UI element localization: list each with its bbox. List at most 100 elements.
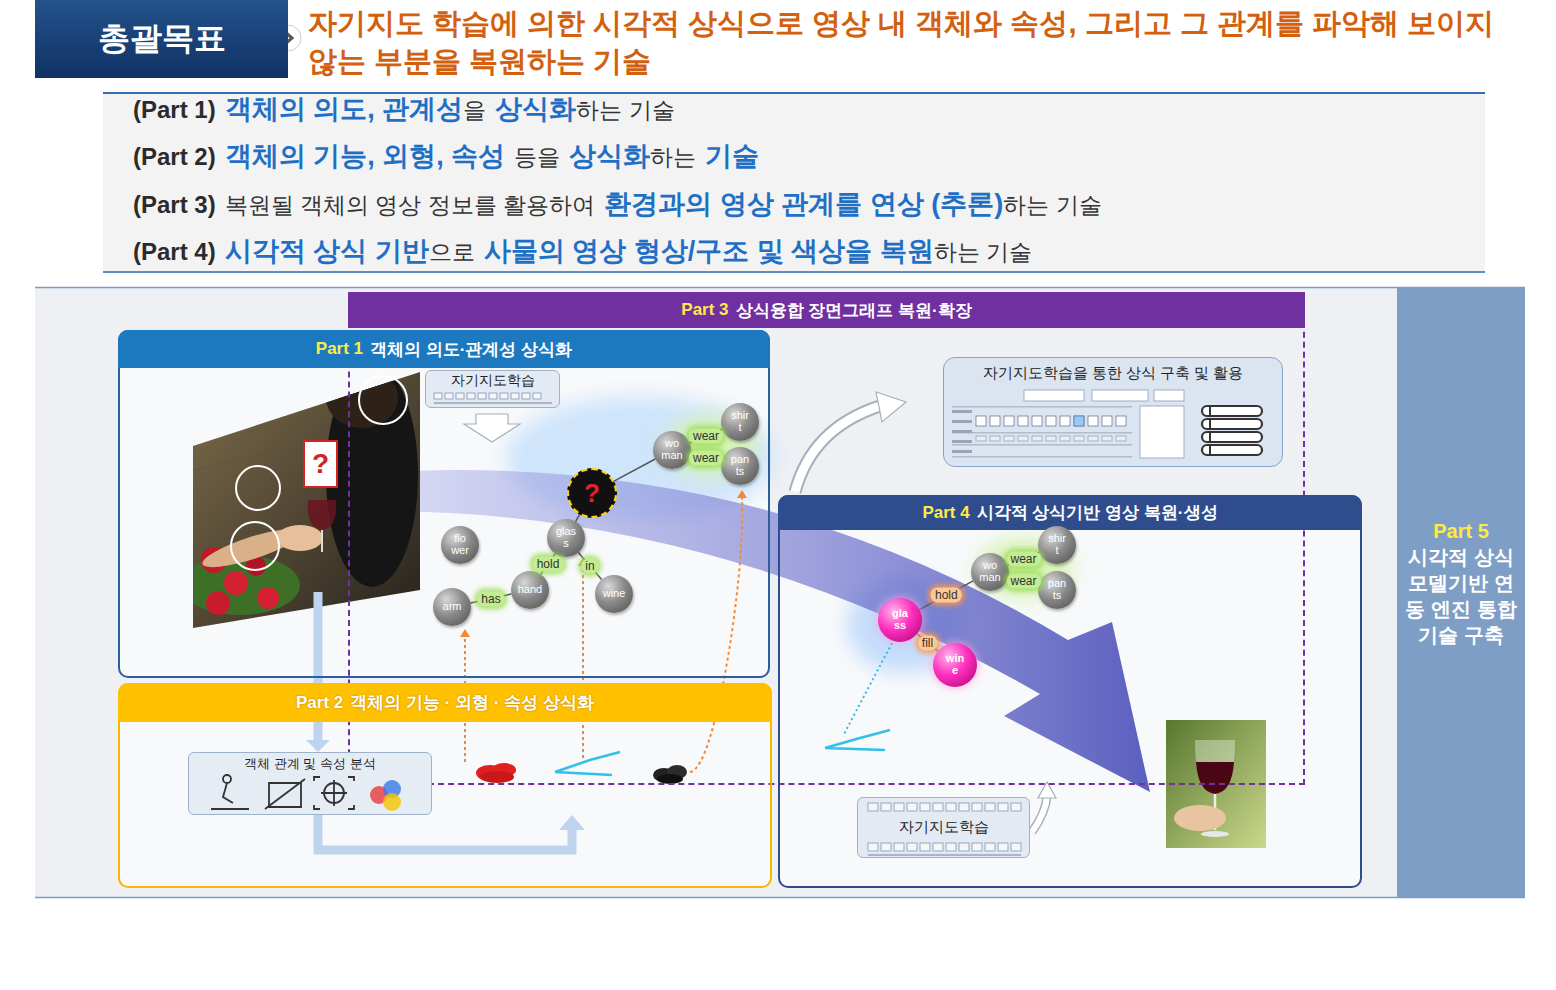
mini-block xyxy=(1102,436,1112,441)
flow-arrow xyxy=(318,815,572,850)
graph-node: pan ts xyxy=(721,447,759,485)
leader-line xyxy=(737,490,747,498)
mini-block xyxy=(907,803,917,811)
graph-node: wo man xyxy=(653,431,691,469)
header-band xyxy=(103,93,1485,273)
relation-label: in xyxy=(581,559,598,574)
white-arrow xyxy=(464,414,520,442)
mini-block xyxy=(1018,416,1028,426)
mini-block xyxy=(467,393,475,399)
title: 자기지도 학습에 의한 시각적 상식으로 영상 내 객체와 속성, 그리고 그 … xyxy=(308,5,1508,80)
mini-block xyxy=(985,803,995,811)
node-label: glas s xyxy=(555,526,577,549)
mini-block xyxy=(933,843,943,851)
mini-block xyxy=(445,393,453,399)
mini-block xyxy=(533,393,541,399)
relation-label: hold xyxy=(533,557,564,572)
mini-block xyxy=(1102,416,1112,426)
mini-block xyxy=(946,843,956,851)
graph-node: shir t xyxy=(721,403,759,441)
photo-scene xyxy=(224,571,248,595)
goal-text: 복원될 객체의 영상 정보를 활용하여 xyxy=(225,190,596,221)
diagram-ground xyxy=(118,683,772,888)
goal-text: 을 xyxy=(463,95,486,126)
mini-block xyxy=(920,843,930,851)
goal-text: 사물의 영상 형상/구조 및 색상을 복원 xyxy=(484,233,934,269)
node-label: pan ts xyxy=(729,454,751,477)
mini-block xyxy=(434,402,552,404)
part-panel: Part 4시각적 상식기반 영상 복원·생성 wo man shir t pan t… xyxy=(778,495,1362,888)
node-label: shir t xyxy=(730,410,750,433)
relation-line xyxy=(471,594,512,603)
analysis-icon xyxy=(211,775,354,809)
mini-block xyxy=(434,393,442,399)
photo-scene xyxy=(257,587,279,609)
mini-block xyxy=(1046,416,1056,426)
info-box: 자기지도학습을 통한 상식 구축 및 활용 xyxy=(943,357,1283,467)
part-number: Part 1 xyxy=(316,339,363,359)
graph-node: shir t xyxy=(1038,526,1076,564)
mini-block xyxy=(1011,843,1021,851)
white-arrow xyxy=(1032,796,1047,832)
node-label: hand xyxy=(516,584,544,596)
wine-photo xyxy=(1201,831,1229,837)
node-label: shir t xyxy=(1047,533,1067,556)
panel-header: Part 3상식융합 장면그래프 복원·확장 xyxy=(348,292,1305,328)
relation-line xyxy=(917,634,938,651)
mini-block xyxy=(434,393,541,399)
mini-block xyxy=(985,843,995,851)
mini-block xyxy=(1202,445,1262,455)
mini-block xyxy=(976,416,986,426)
graph-node: wine xyxy=(595,575,633,613)
mini-block xyxy=(868,843,878,851)
goal-text: 기술 xyxy=(705,138,759,174)
relation-line xyxy=(690,429,723,443)
mini-block xyxy=(434,402,552,404)
mini-block xyxy=(990,416,1000,426)
box-label: 객체 관계 및 속성 분석 xyxy=(244,756,375,772)
mini-block xyxy=(990,436,1000,441)
goal-text: 객체의 의도, 관계성 xyxy=(225,91,464,127)
node-label: pan ts xyxy=(1046,578,1068,601)
relation-label: hold xyxy=(931,588,962,603)
mini-block xyxy=(511,393,519,399)
relation-label: has xyxy=(477,591,504,606)
mini-block xyxy=(1074,416,1084,426)
header-band xyxy=(103,92,1485,94)
diagram-ground xyxy=(35,287,1525,898)
mini-block xyxy=(952,406,1132,408)
node-label: wo man xyxy=(979,560,1001,583)
goal-text: 상식화 xyxy=(569,138,650,174)
box-label: 자기지도학습 xyxy=(451,372,535,389)
mini-block xyxy=(952,420,972,423)
wine-photo xyxy=(1195,740,1235,794)
mini-block xyxy=(976,416,1126,426)
stack-icon xyxy=(1209,420,1211,428)
mini-block xyxy=(868,854,1021,856)
mini-block xyxy=(972,803,982,811)
mini-block xyxy=(1060,416,1070,426)
relation-line xyxy=(690,454,721,461)
node-label: ? xyxy=(584,478,600,509)
node-label: gla ss xyxy=(889,608,911,631)
mini-block xyxy=(500,393,508,399)
goal-text: 하는 기술 xyxy=(1003,190,1101,221)
mini-block xyxy=(952,410,972,413)
mini-block xyxy=(1202,406,1262,455)
node-label: wine xyxy=(601,588,627,600)
mini-block xyxy=(952,456,1132,458)
diagram-ground xyxy=(35,287,1397,898)
mini-block xyxy=(998,803,1008,811)
graph-node: flo wer xyxy=(441,526,479,564)
mini-block xyxy=(933,803,943,811)
mini-block xyxy=(868,843,1021,851)
mini-block xyxy=(959,843,969,851)
goal-text: 하는 xyxy=(650,142,696,173)
part-number: Part 5 xyxy=(1433,518,1489,544)
panel-header: Part 4시각적 상식기반 영상 복원·생성 xyxy=(778,495,1362,530)
attribute-icon xyxy=(476,730,890,784)
white-arrow xyxy=(876,392,906,422)
stack-icon xyxy=(1209,446,1211,454)
wine-photo xyxy=(1174,805,1226,831)
